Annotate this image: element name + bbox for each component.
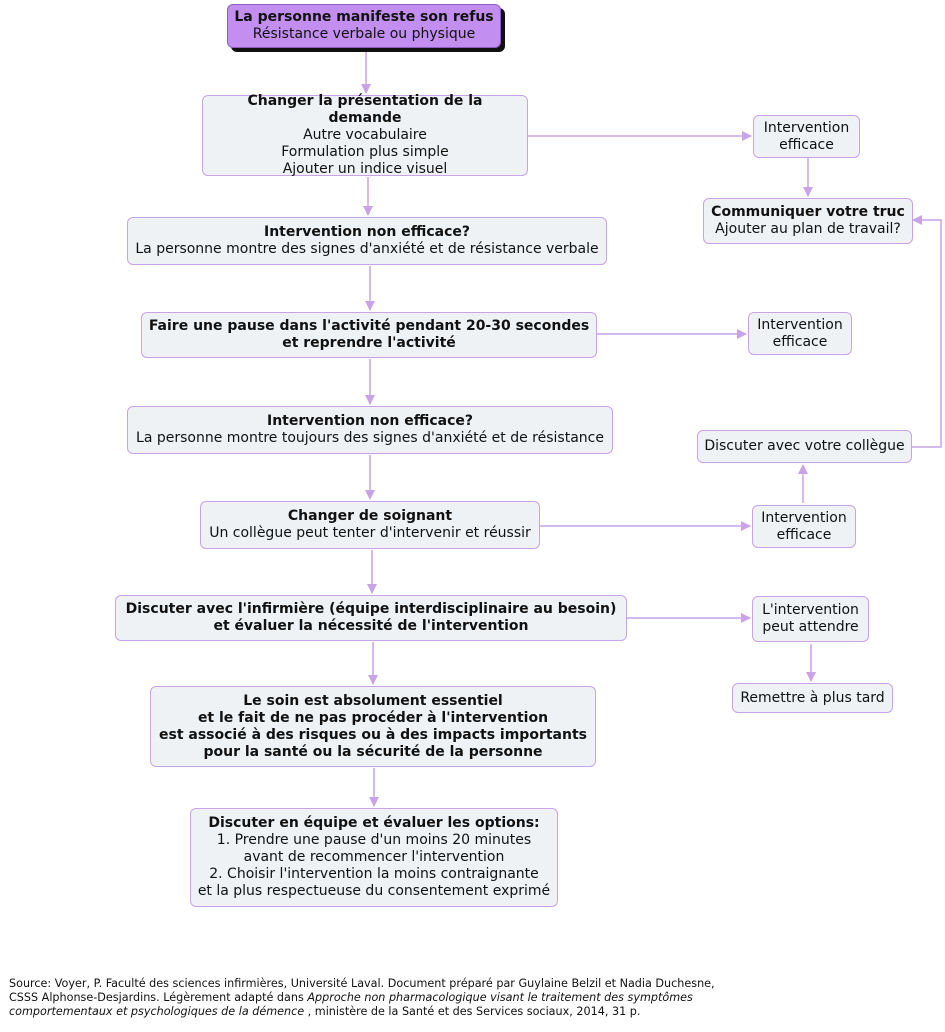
team-options-line: 1. Prendre une pause d'un moins 20 minut…	[216, 832, 532, 848]
effective-3-line: efficace	[776, 526, 832, 543]
discuss-nurse-box: Discuter avec l'infirmière (équipe inter…	[115, 595, 627, 641]
team-options-line: avant de recommencer l'intervention	[243, 849, 505, 865]
team-options-title: Discuter en équipe et évaluer les option…	[208, 815, 540, 831]
effective-box-1: Intervention efficace	[753, 115, 860, 158]
change-caregiver-line: Un collègue peut tenter d'intervenir et …	[209, 525, 531, 541]
arrow-colleague-to-communicate	[912, 215, 942, 448]
refusal-title: La personne manifeste son refus	[234, 9, 494, 25]
essential-box: Le soin est absolument essentiel et le f…	[150, 686, 596, 767]
discuss-nurse-title: et évaluer la nécessité de l'interventio…	[213, 618, 529, 634]
not-effective-2-line: La personne montre toujours des signes d…	[136, 430, 604, 446]
change-presentation-line: Ajouter un indice visuel	[282, 161, 448, 177]
change-presentation-title: Changer la présentation de la demande	[247, 93, 483, 126]
team-options-box: Discuter en équipe et évaluer les option…	[190, 808, 558, 907]
essential-title: Le soin est absolument essentiel	[243, 692, 503, 709]
change-presentation-box: Changer la présentation de la demande Au…	[202, 93, 528, 177]
effective-1-line: Intervention	[763, 119, 850, 136]
not-effective-box-1: Intervention non efficace? La personne m…	[127, 217, 607, 265]
effective-3-line: Intervention	[761, 509, 847, 526]
source-line-1: Source: Voyer, P. Faculté des sciences i…	[9, 977, 715, 990]
can-wait-box: L'intervention peut attendre	[752, 596, 869, 642]
postpone-line: Remettre à plus tard	[740, 689, 885, 706]
source-citation: Source: Voyer, P. Faculté des sciences i…	[9, 977, 929, 1019]
change-presentation-line: Formulation plus simple	[281, 144, 449, 160]
team-options-line: et la plus respectueuse du consentement …	[197, 883, 551, 899]
essential-title: pour la santé ou la sécurité de la perso…	[203, 743, 543, 760]
not-effective-1-title: Intervention non efficace?	[263, 224, 470, 240]
source-line-2-italic: Approche non pharmacologique visant le t…	[307, 991, 693, 1004]
communicate-title: Communiquer votre truc	[711, 204, 905, 220]
change-caregiver-box: Changer de soignant Un collègue peut ten…	[200, 501, 540, 549]
source-line-3-plain: , ministère de la Santé et des Services …	[304, 1005, 641, 1018]
not-effective-1-line: La personne montre des signes d'anxiété …	[135, 241, 599, 257]
communicate-line: Ajouter au plan de travail?	[715, 221, 901, 237]
source-line-3-italic: comportementaux et psychologiques de la …	[9, 1005, 305, 1018]
can-wait-line: peut attendre	[762, 619, 859, 635]
source-line-3: comportementaux et psychologiques de la …	[9, 1005, 929, 1019]
effective-2-line: Intervention	[757, 316, 843, 333]
team-options-line: 2. Choisir l'intervention la moins contr…	[209, 866, 539, 882]
not-effective-box-2: Intervention non efficace? La personne m…	[127, 406, 613, 454]
effective-1-line: efficace	[779, 136, 834, 153]
discuss-colleague-line: Discuter avec votre collègue	[704, 438, 905, 454]
communicate-box: Communiquer votre truc Ajouter au plan d…	[703, 198, 913, 244]
not-effective-2-title: Intervention non efficace?	[266, 413, 473, 429]
pause-box: Faire une pause dans l'activité pendant …	[141, 312, 597, 358]
postpone-box: Remettre à plus tard	[732, 683, 893, 713]
change-caregiver-title: Changer de soignant	[287, 508, 453, 524]
effective-2-line: efficace	[772, 333, 828, 350]
pause-title: et reprendre l'activité	[282, 335, 456, 351]
source-line-2-plain: CSSS Alphonse-Desjardins. Légèrement ada…	[9, 991, 308, 1004]
refusal-line: Résistance verbale ou physique	[252, 26, 476, 42]
change-presentation-line: Autre vocabulaire	[303, 127, 427, 143]
effective-box-3: Intervention efficace	[752, 505, 856, 548]
effective-box-2: Intervention efficace	[748, 312, 852, 355]
refusal-box: La personne manifeste son refus Résistan…	[227, 4, 501, 48]
discuss-colleague-box: Discuter avec votre collègue	[697, 430, 912, 463]
pause-title: Faire une pause dans l'activité pendant …	[148, 318, 590, 334]
essential-title: est associé à des risques ou à des impac…	[159, 726, 587, 743]
discuss-nurse-title: Discuter avec l'infirmière (équipe inter…	[125, 601, 617, 617]
source-line-2: CSSS Alphonse-Desjardins. Légèrement ada…	[9, 991, 929, 1005]
essential-title: et le fait de ne pas procéder à l'interv…	[197, 709, 549, 726]
can-wait-line: L'intervention	[762, 602, 859, 618]
